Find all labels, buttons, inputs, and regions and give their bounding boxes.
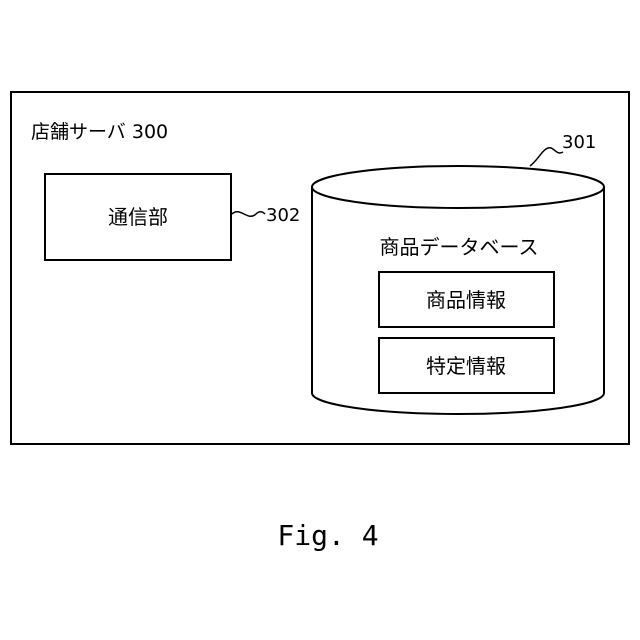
comm-ref-number: 302 bbox=[266, 205, 300, 226]
comm-ref-leader bbox=[232, 212, 265, 217]
server-title: 店舗サーバ 300 bbox=[31, 121, 168, 143]
server-box bbox=[11, 92, 629, 444]
database-title: 商品データベース bbox=[380, 235, 539, 259]
comm-unit-label: 通信部 bbox=[108, 205, 168, 229]
product-info-label: 商品情報 bbox=[426, 288, 506, 312]
specific-info-label: 特定情報 bbox=[426, 354, 506, 378]
figure-caption: Fig. 4 bbox=[277, 519, 378, 552]
database-ref-number: 301 bbox=[562, 132, 596, 153]
database-ref-leader bbox=[530, 148, 563, 166]
